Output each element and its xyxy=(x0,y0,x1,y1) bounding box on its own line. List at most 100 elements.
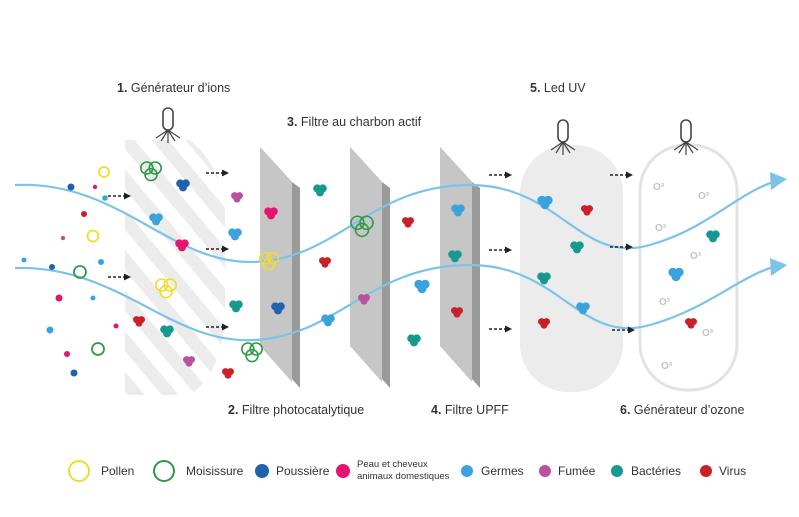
bacteries-cluster xyxy=(229,300,243,313)
particle-ring xyxy=(86,229,100,243)
dashed-arrow-icon xyxy=(610,171,633,179)
particle-dot xyxy=(64,351,70,357)
virus-icon xyxy=(700,465,712,477)
fumee-cluster xyxy=(183,356,195,367)
ozone-symbol: O³ xyxy=(653,182,665,193)
particle-dot xyxy=(55,294,63,302)
legend-item-peau: Peau et cheveux animaux domestiques xyxy=(336,459,450,482)
legend-label-germes: Germes xyxy=(481,464,524,478)
germes-icon xyxy=(461,465,473,477)
fumee-cluster xyxy=(358,294,370,305)
poussiere-cluster xyxy=(176,179,190,192)
virus-cluster xyxy=(402,217,414,228)
particle-dot xyxy=(21,257,27,263)
legend-label-peau-line2: animaux domestiques xyxy=(357,471,450,482)
ozone-symbol: O³ xyxy=(661,361,673,372)
virus-cluster xyxy=(222,368,234,379)
particle-ring xyxy=(91,342,105,356)
particle-dot xyxy=(70,369,78,377)
legend-label-peau-line1: Peau et cheveux xyxy=(357,459,428,470)
germes-cluster xyxy=(149,213,163,226)
airflow-lower xyxy=(14,263,781,342)
ozone-symbol: O³ xyxy=(698,191,710,202)
legend-label-pollen: Pollen xyxy=(101,464,134,478)
particle-dot xyxy=(98,259,104,265)
legend-label-moisissure: Moisissure xyxy=(186,464,244,478)
moisissure-cluster xyxy=(350,215,374,238)
virus-cluster xyxy=(538,318,550,329)
germes-cluster xyxy=(537,195,553,210)
legend-item-bacteries: Bactéries xyxy=(611,464,681,478)
moisissure-icon xyxy=(153,460,175,482)
legend-label-bacteries: Bactéries xyxy=(631,464,681,478)
particles xyxy=(21,161,720,379)
legend-item-poussiere: Poussière xyxy=(255,464,330,478)
legend: Pollen Moisissure Poussière Peau et chev… xyxy=(68,459,746,482)
germes-cluster xyxy=(451,204,465,217)
bacteries-cluster xyxy=(407,334,421,347)
particle-ring xyxy=(73,265,87,279)
dashed-arrow-icon xyxy=(489,246,512,254)
bacteries-cluster xyxy=(160,325,174,338)
uv-led-zone xyxy=(520,145,623,392)
photocatalytic-filter-panel xyxy=(260,147,300,388)
legend-item-moisissure: Moisissure xyxy=(153,460,244,482)
dashed-arrow-icon xyxy=(108,192,131,200)
moisissure-cluster xyxy=(241,342,264,363)
uv-led-icon xyxy=(550,119,576,155)
poussiere-cluster xyxy=(271,302,285,315)
ozone-symbol: O³ xyxy=(702,328,714,339)
ozone-symbol: O³ xyxy=(690,251,702,262)
stage-5-label: 5. Led UV xyxy=(530,81,586,95)
legend-item-pollen: Pollen xyxy=(68,460,134,482)
bacteries-cluster xyxy=(706,230,720,243)
bacteries-cluster xyxy=(313,184,327,197)
particle-dot xyxy=(113,323,119,329)
dashed-arrow-icon xyxy=(612,326,635,334)
moisissure-cluster xyxy=(140,161,162,182)
pollen-cluster xyxy=(155,278,177,299)
stage-3-label: 3. Filtre au charbon actif xyxy=(287,115,422,129)
germes-cluster xyxy=(228,228,242,241)
poussiere-icon xyxy=(255,464,269,478)
germes-cluster xyxy=(414,279,430,294)
particle-dot xyxy=(92,184,98,190)
bacteries-cluster xyxy=(570,241,584,254)
dashed-arrow-icon xyxy=(206,323,229,331)
ion-generator-zone xyxy=(125,140,225,395)
ion-emitter-icon xyxy=(155,107,181,143)
particle-ring xyxy=(98,166,110,178)
dashed-arrow-icon xyxy=(206,169,229,177)
germes-cluster xyxy=(321,314,335,327)
arrowhead-lower-icon xyxy=(770,258,787,276)
fumee-cluster xyxy=(231,192,243,203)
dashed-arrow-icon xyxy=(206,245,229,253)
dashed-arrows xyxy=(108,169,635,334)
airflow-lines xyxy=(14,178,781,342)
peau-cluster xyxy=(175,239,189,252)
stage-6-label: 6. Générateur d’ozone xyxy=(620,403,744,417)
particle-dot xyxy=(81,211,87,217)
dashed-arrow-icon xyxy=(108,273,131,281)
legend-label-poussiere: Poussière xyxy=(276,464,330,478)
germes-cluster xyxy=(576,302,590,315)
legend-item-fumee: Fumée xyxy=(539,464,596,478)
ozone-symbol: O³ xyxy=(659,297,671,308)
bacteries-icon xyxy=(611,465,623,477)
peau-icon xyxy=(336,464,350,478)
stage-2-label: 2. Filtre photocatalytique xyxy=(228,403,364,417)
legend-label-virus: Virus xyxy=(719,464,746,478)
particle-dot xyxy=(46,326,54,334)
dashed-arrow-icon xyxy=(489,171,512,179)
virus-cluster xyxy=(319,257,331,268)
particle-dot xyxy=(49,264,55,270)
virus-cluster xyxy=(685,318,697,329)
bacteries-cluster xyxy=(448,250,462,263)
fumee-icon xyxy=(539,465,551,477)
stage-1-label: 1. Générateur d’ions xyxy=(117,81,230,95)
bacteries-cluster xyxy=(537,272,551,285)
carbon-filter-panel xyxy=(350,147,390,388)
particle-dot xyxy=(60,235,66,241)
